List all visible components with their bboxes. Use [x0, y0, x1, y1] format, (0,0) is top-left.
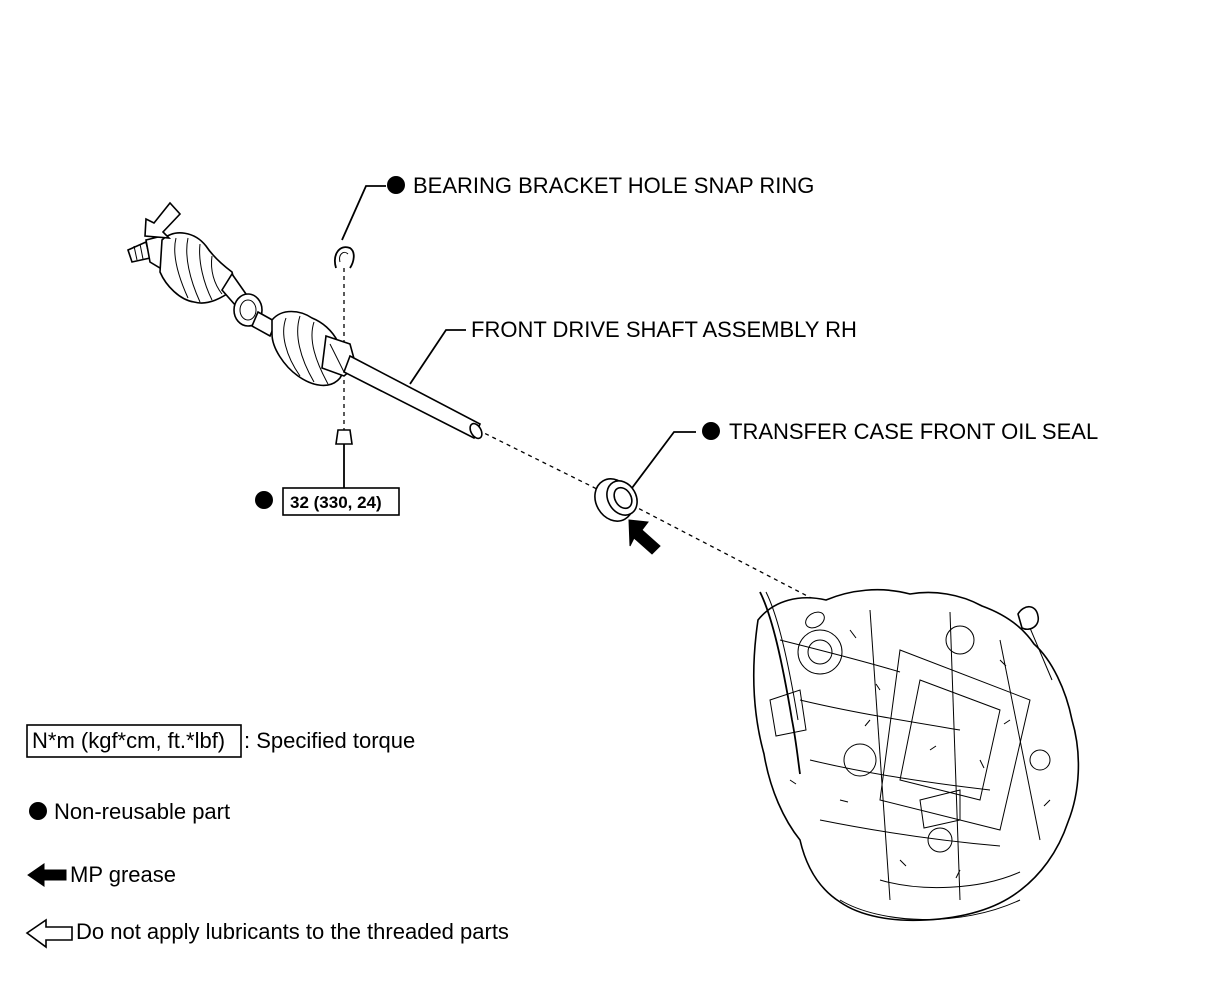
no-lubricant-arrow-icon [144, 201, 182, 239]
legend-torque-box [26, 724, 242, 758]
front-drive-shaft [127, 232, 483, 440]
seal-to-transaxle-alignment-line [631, 504, 816, 601]
drive-shaft-label: FRONT DRIVE SHAFT ASSEMBLY RH [471, 317, 857, 342]
oil-seal-leader [631, 431, 696, 489]
snap-ring-label: BEARING BRACKET HOLE SNAP RING [413, 173, 814, 198]
non-reusable-mark-icon [702, 422, 720, 440]
shaft-to-seal-alignment-line [477, 429, 606, 494]
legend-mp-grease: MP grease [27, 862, 176, 887]
legend-torque-desc: : Specified torque [244, 728, 415, 753]
oil-seal-label: TRANSFER CASE FRONT OIL SEAL [729, 419, 1098, 444]
legend-mp-grease-text: MP grease [70, 862, 176, 887]
legend-torque-units: N*m (kgf*cm, ft.*lbf) [32, 728, 225, 753]
legend: N*m (kgf*cm, ft.*lbf) : Specified torque… [25, 724, 509, 949]
callout-bolt-torque: 32 (330, 24) [255, 487, 400, 516]
shaft-end [469, 422, 483, 440]
snap-ring [334, 246, 355, 269]
callout-snap-ring: BEARING BRACKET HOLE SNAP RING [387, 173, 814, 198]
long-shaft [342, 354, 482, 440]
drive-shaft-leader [409, 329, 466, 385]
mp-grease-arrow-icon [628, 519, 661, 555]
non-reusable-mark-icon [387, 176, 405, 194]
legend-no-lubricant: Do not apply lubricants to the threaded … [25, 918, 509, 949]
legend-non-reusable: Non-reusable part [29, 799, 230, 824]
snap-ring-leader [341, 185, 386, 241]
legend-torque: N*m (kgf*cm, ft.*lbf) : Specified torque [26, 724, 415, 758]
non-reusable-mark-icon [29, 802, 47, 820]
legend-no-lubricant-text: Do not apply lubricants to the threaded … [76, 919, 509, 944]
non-reusable-mark-icon [255, 491, 273, 509]
outer-boot [159, 232, 237, 304]
mp-grease-arrow-icon [27, 863, 67, 887]
threaded-stub [127, 240, 151, 263]
torque-box [282, 487, 400, 516]
legend-non-reusable-text: Non-reusable part [54, 799, 230, 824]
oil-seal [594, 478, 638, 522]
no-lubricant-arrow-icon [25, 918, 73, 949]
callout-oil-seal: TRANSFER CASE FRONT OIL SEAL [702, 419, 1098, 444]
bolt [335, 429, 353, 488]
torque-value: 32 (330, 24) [290, 493, 382, 512]
transaxle [752, 588, 1080, 922]
